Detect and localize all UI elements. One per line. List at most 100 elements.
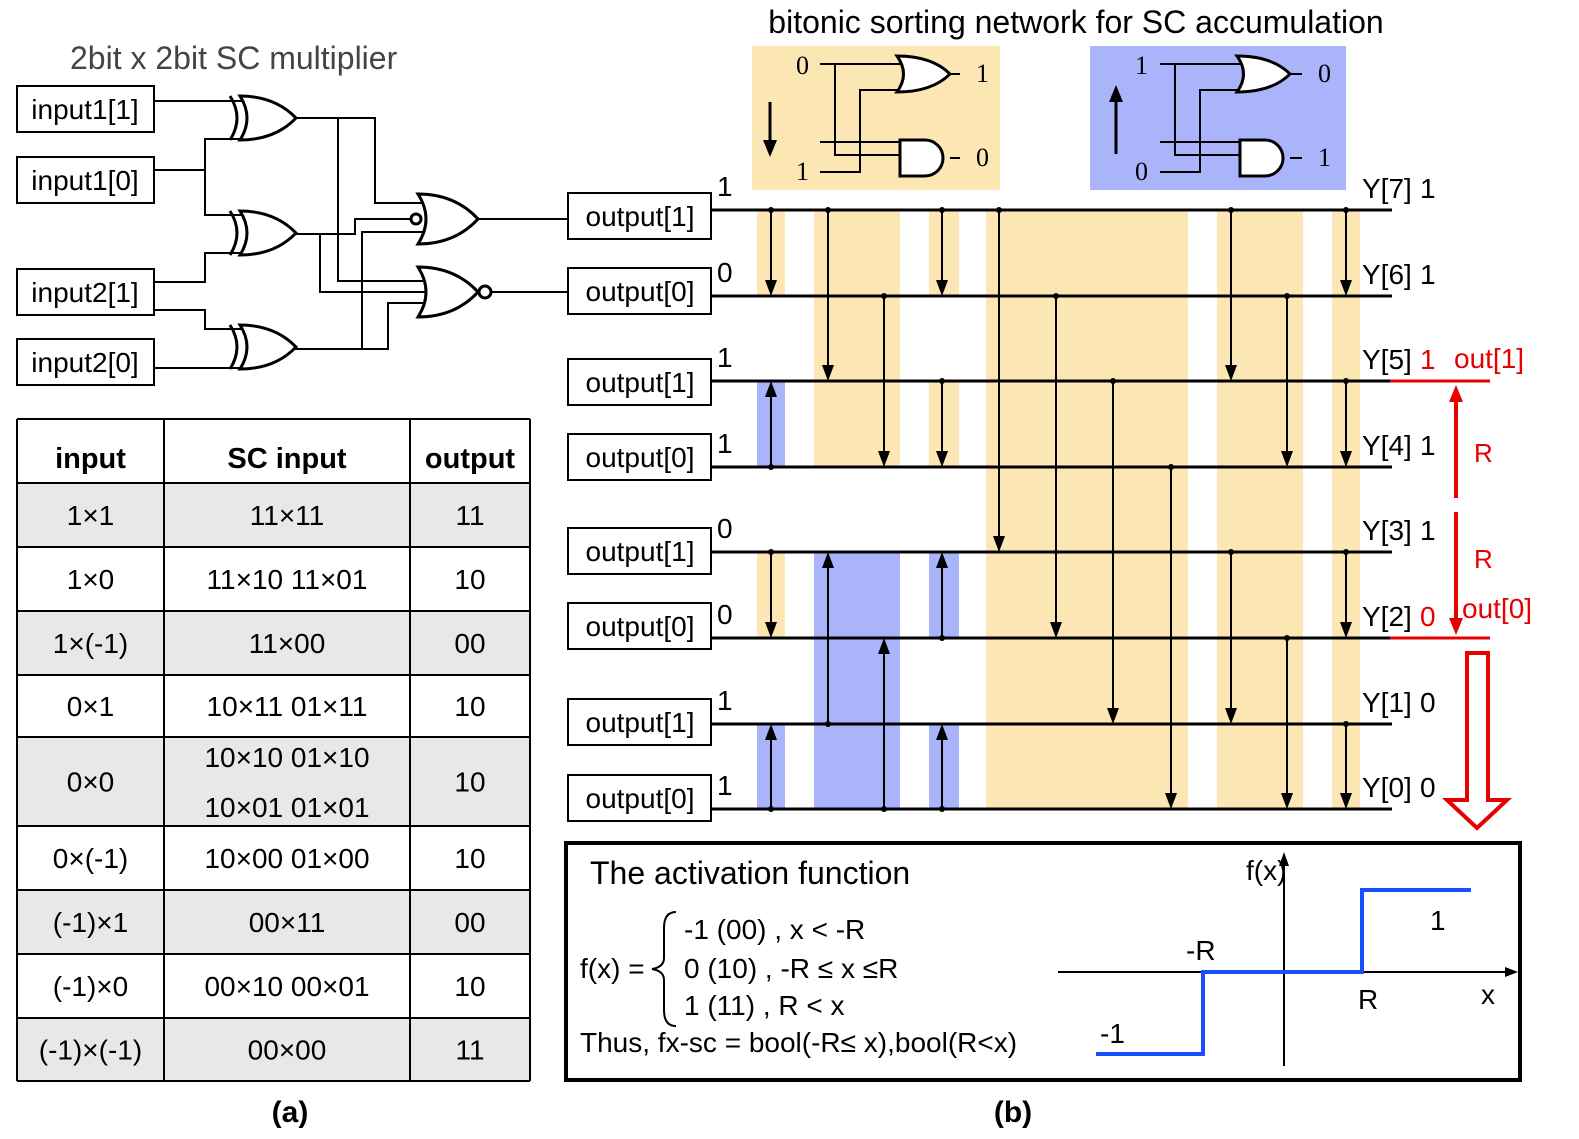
- comparator: [878, 638, 890, 812]
- out-bit-1-label: out[1]: [1454, 343, 1524, 374]
- input-label: input2[1]: [31, 277, 138, 308]
- f-of-x-label: f(x) =: [580, 953, 645, 984]
- sc-boolean-expression: Thus, fx-sc = bool(-R≤ x),bool(R<x): [580, 1027, 1017, 1058]
- legend-down-in-top: 0: [796, 51, 809, 80]
- table-cell-input: (-1)×1: [53, 907, 128, 938]
- multiplier-wires: [154, 100, 568, 369]
- comparator: [1165, 464, 1177, 809]
- comparator: [1281, 293, 1293, 467]
- activation-function-box: The activation function f(x) = -1 (00) ,…: [564, 841, 1522, 1082]
- nor-gate: [415, 265, 493, 319]
- x-axis-label: x: [1481, 979, 1495, 1010]
- comparator: [993, 207, 1005, 552]
- comparator: [1281, 635, 1293, 809]
- activation-step-plot: f(x) x -R R -1 1: [1058, 852, 1518, 1066]
- r-label-upper: R: [1474, 438, 1493, 468]
- network-output-value: 0: [1420, 601, 1436, 632]
- network-input-box: output[0] 0: [567, 599, 733, 650]
- legend-descending-comparator: 0 1 1 0: [752, 46, 1000, 190]
- table-cell-sc-input: 10×01 01×01: [204, 792, 369, 823]
- table-cell-output: 10: [454, 971, 485, 1002]
- legend-up-in-top: 1: [1135, 51, 1148, 80]
- comparator: [1340, 378, 1352, 467]
- table-cell-sc-input: 11×11: [250, 500, 324, 531]
- network-output: Y[6] 1: [1362, 259, 1436, 290]
- table-cell-input: (-1)×(-1): [39, 1035, 142, 1066]
- network-input-box: output[0]1: [567, 770, 733, 822]
- network-output: Y[5]1: [1362, 344, 1436, 375]
- tick-neg-r: -R: [1186, 935, 1216, 966]
- table-cell-input: 0×0: [67, 767, 115, 798]
- table-header-cell: input: [55, 443, 126, 475]
- legend-up-out-bottom: 1: [1318, 143, 1331, 172]
- network-input-box: output[1]1: [567, 342, 733, 406]
- comparator: [765, 207, 777, 296]
- table-cell-input: (-1)×0: [53, 971, 128, 1002]
- network-title: bitonic sorting network for SC accumulat…: [768, 4, 1383, 40]
- case-positive: 1 (11) , R < x: [684, 990, 845, 1021]
- case-brace: [651, 911, 677, 1027]
- table-cell-output: 00: [454, 907, 485, 938]
- network-input-value: 0: [717, 599, 733, 630]
- threshold-annotations: R R out[1] out[0]: [1390, 343, 1532, 831]
- network-input-box: output[1]1: [567, 685, 733, 746]
- network-input-label: output[0]: [586, 276, 695, 307]
- network-input-box: output[1]1: [567, 171, 733, 240]
- network-output: Y[4]1: [1362, 430, 1436, 461]
- input-box-1: input1[1]: [16, 85, 155, 133]
- legend-up-in-bottom: 0: [1135, 157, 1148, 186]
- level-neg-1: -1: [1100, 1018, 1125, 1049]
- table-header-cell: output: [425, 443, 516, 475]
- comparator: [936, 552, 948, 641]
- comparator: [1225, 549, 1237, 724]
- network-input-value: 1: [717, 685, 733, 716]
- table-cell-sc-input: 10×00 01×00: [204, 843, 369, 874]
- comparator: [765, 724, 777, 812]
- level-1: 1: [1430, 905, 1446, 936]
- legend-down-in-bottom: 1: [796, 157, 809, 186]
- table-cell-sc-input: 00×00: [248, 1035, 327, 1066]
- comparator: [936, 207, 948, 296]
- multiplier-title: 2bit x 2bit SC multiplier: [70, 40, 398, 76]
- network-output: Y[0]0: [1362, 772, 1436, 803]
- case-negative: -1 (00) , x < -R: [684, 914, 865, 945]
- network-input-label: output[0]: [586, 442, 695, 473]
- network-input-value: 0: [717, 257, 733, 288]
- table-cell-output: 10: [454, 767, 485, 798]
- network-input-value: 1: [717, 428, 733, 459]
- legend-up-out-top: 0: [1318, 59, 1331, 88]
- network-output-label: Y[4]: [1362, 430, 1412, 461]
- comparator: [1050, 293, 1062, 638]
- network-input-box: output[0] 1: [567, 428, 733, 481]
- table-cell-sc-input: 00×10 00×01: [204, 971, 369, 1002]
- network-input-box: output[1]0: [567, 513, 733, 575]
- network-output-value: 1: [1420, 259, 1436, 290]
- comparator: [765, 381, 777, 470]
- comparator: [822, 552, 834, 727]
- comparator: [1340, 207, 1352, 296]
- input-box-4: input2[0]: [16, 338, 155, 386]
- network-output: Y[1]0: [1362, 687, 1436, 718]
- network-input-box: output[0] 0: [567, 257, 733, 315]
- network-output-value: 0: [1420, 687, 1436, 718]
- table-cell-sc-input: 00×11: [249, 907, 326, 938]
- table-cell-input: 1×(-1): [53, 628, 128, 659]
- comparator: [765, 549, 777, 638]
- comparator: [1107, 378, 1119, 724]
- network-output: Y[2]0: [1362, 601, 1436, 632]
- network-input-label: output[0]: [586, 611, 695, 642]
- table-cell-output: 00: [454, 628, 485, 659]
- network-output-value: 1: [1420, 344, 1436, 375]
- network-input-label: output[1]: [586, 536, 695, 567]
- network-output-label: Y[3]: [1362, 515, 1412, 546]
- network-input-label: output[1]: [586, 367, 695, 398]
- comparator: [1340, 721, 1352, 809]
- comparator: [1340, 549, 1352, 638]
- network-output: Y[3]1: [1362, 515, 1436, 546]
- network-output-label: Y[6]: [1362, 259, 1412, 290]
- table-cell-output: 11: [455, 500, 484, 531]
- input-label: input1[1]: [31, 94, 138, 125]
- network-output-value: 0: [1420, 772, 1436, 803]
